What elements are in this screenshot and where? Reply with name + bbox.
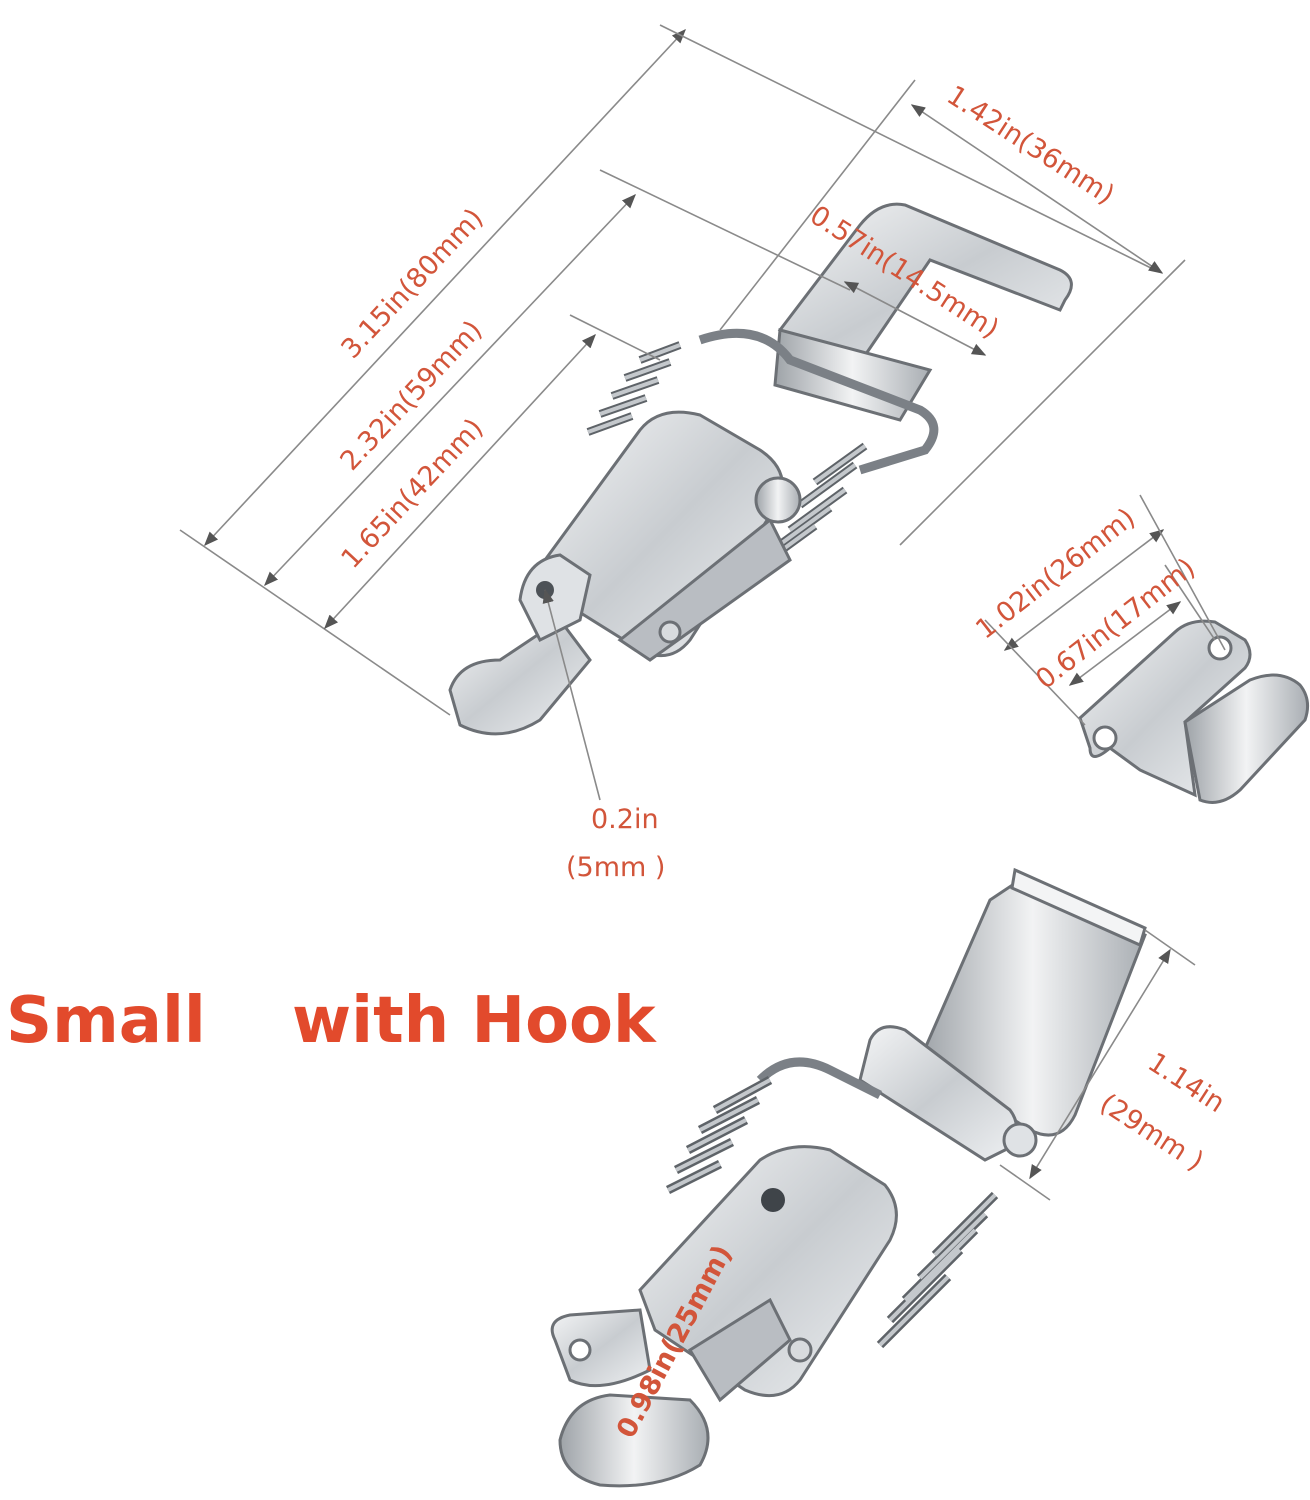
caption-with-hook: with Hook bbox=[292, 984, 657, 1058]
top-width-label: 1.42in(36mm) bbox=[941, 80, 1120, 211]
hole-diameter-label-line1: 0.2in bbox=[591, 804, 659, 835]
caption-small: Small bbox=[6, 984, 206, 1058]
toggle-latch-icon bbox=[448, 202, 1073, 736]
hook-width-label-line1: 1.14in bbox=[1142, 1047, 1230, 1119]
catch-plate-dimension-lines bbox=[984, 494, 1226, 726]
catch-plate-icon bbox=[1078, 619, 1310, 804]
hole-diameter-label-line2: (5mm ) bbox=[566, 852, 665, 883]
top-latch-dimension-lines bbox=[179, 24, 1186, 801]
hook-latch-dimension-lines bbox=[999, 929, 1196, 1201]
